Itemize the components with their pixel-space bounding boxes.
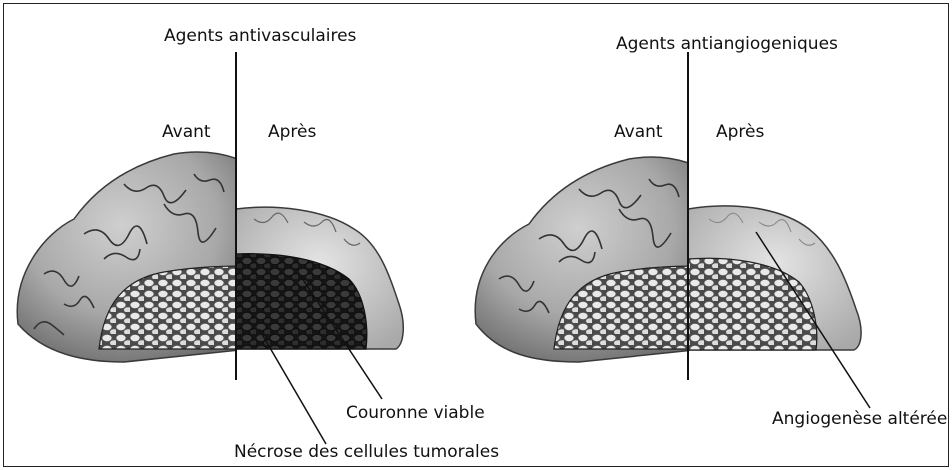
necrosis-callout: Nécrose des cellules tumorales bbox=[234, 442, 499, 462]
left-panel-title: Agents antivasculaires bbox=[164, 26, 356, 46]
left-before-label: Avant bbox=[162, 122, 211, 142]
right-after-label: Après bbox=[716, 122, 764, 142]
tumor-illustration bbox=[4, 4, 948, 466]
viable-rim-callout: Couronne viable bbox=[346, 403, 485, 423]
left-tumor bbox=[17, 52, 403, 444]
figure-frame: Agents antivasculaires Avant Après Couro… bbox=[3, 3, 949, 467]
right-panel-title: Agents antiangiogeniques bbox=[616, 34, 838, 54]
right-tumor bbox=[475, 52, 870, 408]
right-before-label: Avant bbox=[614, 122, 663, 142]
left-after-label: Après bbox=[268, 122, 316, 142]
altered-angiogenesis-callout: Angiogenèse altérée bbox=[772, 409, 947, 429]
